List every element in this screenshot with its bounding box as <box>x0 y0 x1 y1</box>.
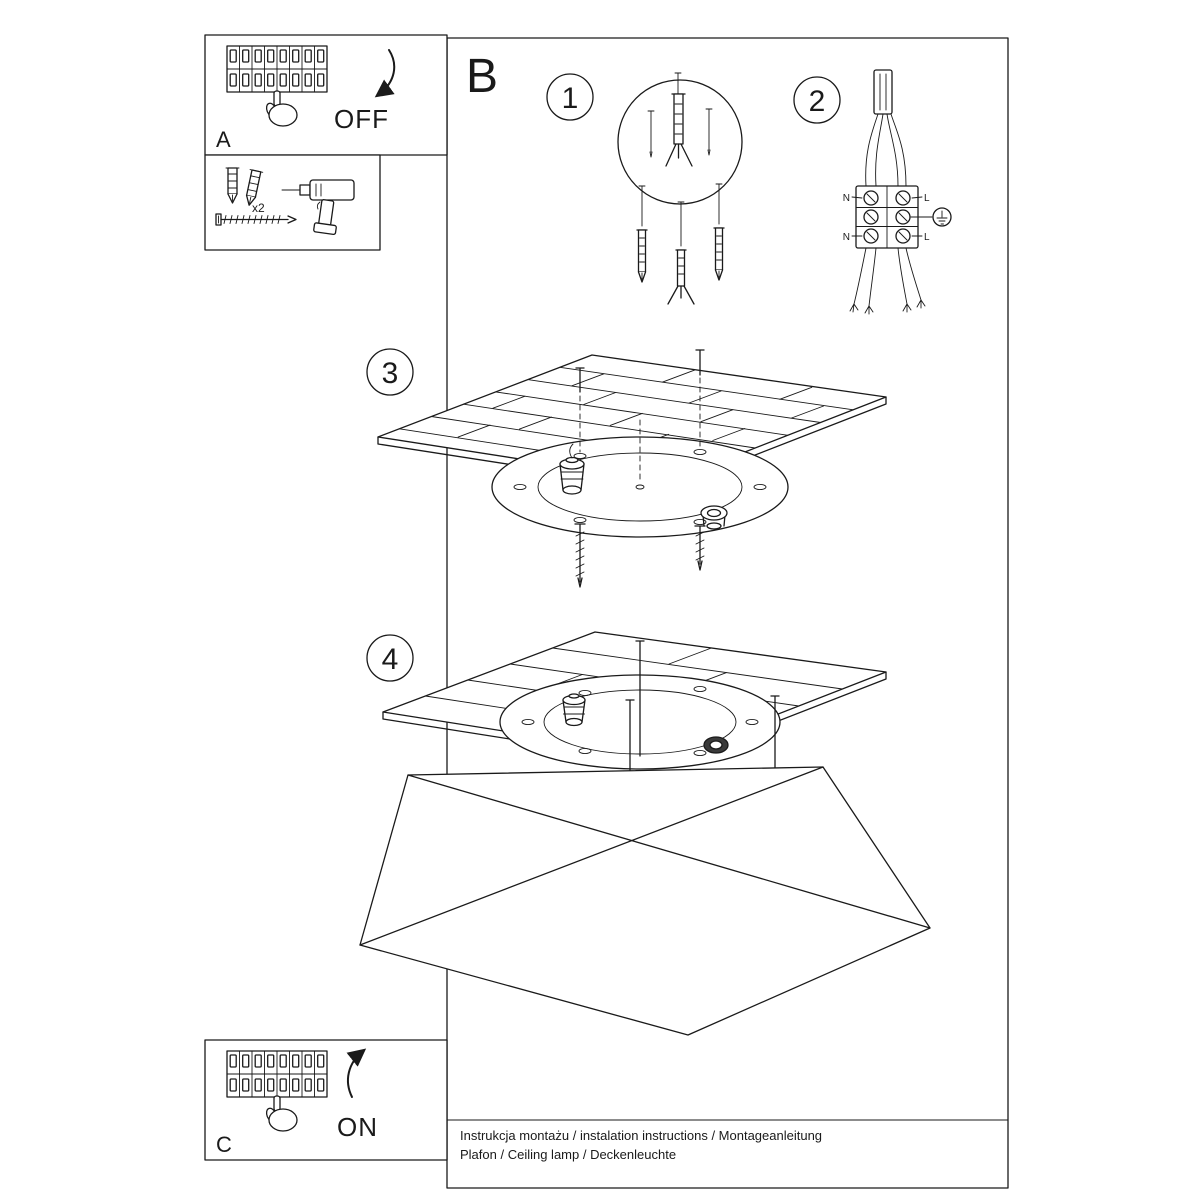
panel-c-letter: C <box>216 1132 232 1157</box>
center-screw <box>635 640 645 757</box>
step-2-badge <box>793 76 841 124</box>
wire-label-n-bottom: N <box>843 232 850 243</box>
step-2-number: 2 <box>809 85 826 118</box>
drilled-ceiling-detail <box>617 72 743 205</box>
wall-plug-set <box>636 183 725 305</box>
drill-icon <box>281 179 355 236</box>
panel-c: ON C <box>204 1039 448 1161</box>
step-4-badge <box>366 634 414 682</box>
hexagon-shade <box>359 766 931 1036</box>
wire-label-n-top: N <box>843 193 850 204</box>
lamp-socket-icon <box>559 443 585 495</box>
cable-gland-icon <box>700 505 728 530</box>
lamp-socket-icon <box>562 693 586 727</box>
screw-icon <box>215 213 297 226</box>
mounting-rods <box>625 695 780 771</box>
cable-sleeve <box>873 69 893 115</box>
mounting-screws-top <box>575 349 705 393</box>
wiring-diagram: N L N L <box>843 69 952 315</box>
power-on-label: ON <box>337 1112 378 1142</box>
step-1-number: 1 <box>562 82 579 115</box>
step-4-number: 4 <box>382 643 399 676</box>
footer-line-1: Instrukcja montażu / instalation instruc… <box>460 1128 822 1143</box>
step-1-badge <box>546 73 594 121</box>
step-3-badge <box>366 348 414 396</box>
step-1: 1 <box>546 72 743 305</box>
hanging-screws <box>574 523 706 588</box>
wire-label-l-bottom: L <box>924 232 930 243</box>
panel-a: OFF A <box>204 34 448 156</box>
dowel-count-label: x2 <box>252 201 265 215</box>
alignment-guides <box>579 377 701 484</box>
power-off-label: OFF <box>334 104 389 134</box>
section-b-label: B <box>466 50 498 103</box>
footer: Instrukcja montażu / instalation instruc… <box>446 1119 1009 1162</box>
step-3: 3 <box>366 348 887 588</box>
step-3-number: 3 <box>382 357 399 390</box>
footer-line-2: Plafon / Ceiling lamp / Deckenleuchte <box>460 1147 676 1162</box>
step-2: 2 N L N L <box>793 69 952 315</box>
ground-symbol-icon <box>910 207 952 227</box>
arrow-down-icon <box>374 49 396 98</box>
cable-gland-icon <box>703 736 729 754</box>
arrow-up-icon <box>346 1048 367 1098</box>
panel-a-letter: A <box>216 127 231 152</box>
wire-label-l-top: L <box>924 193 930 204</box>
step-4: 4 <box>359 631 931 1036</box>
tools-box: x2 <box>204 154 381 251</box>
